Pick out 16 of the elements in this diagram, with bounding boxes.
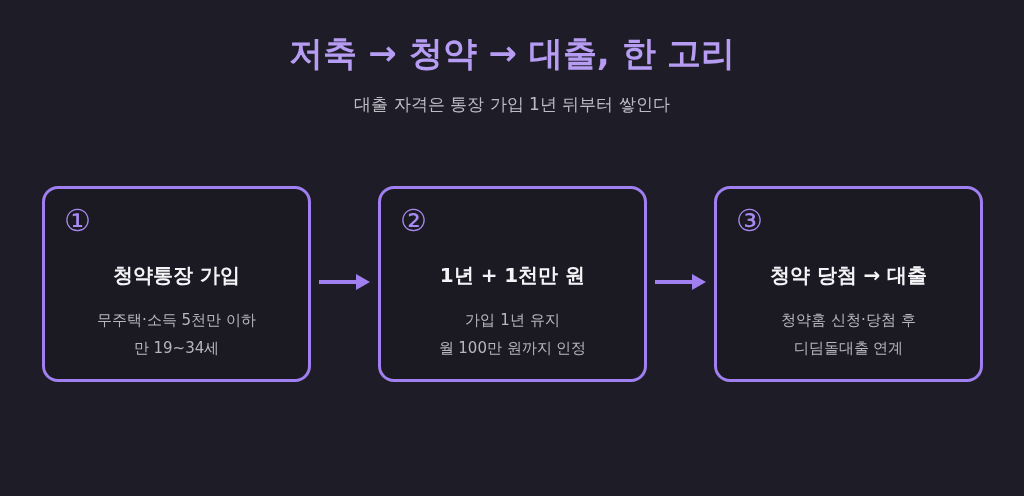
step-description: 무주택·소득 5천만 이하 만 19~34세 <box>96 310 257 359</box>
step-title: 청약통장 가입 <box>112 262 241 288</box>
step-title: 1년 + 1천만 원 <box>438 262 587 288</box>
step-title: 청약 당첨 → 대출 <box>768 262 929 288</box>
step-box <box>42 186 311 382</box>
step-description: 가입 1년 유지 월 100만 원까지 인정 <box>437 310 588 359</box>
step-description: 청약홈 신청·당첨 후 디딤돌대출 연계 <box>780 310 917 359</box>
step-number: ③ <box>736 206 763 236</box>
step-box <box>378 186 647 382</box>
step-number: ① <box>64 206 91 236</box>
step-box <box>714 186 983 382</box>
step-number: ② <box>400 206 427 236</box>
diagram-title: 저축 → 청약 → 대출, 한 고리 <box>288 33 736 74</box>
arrow <box>655 274 706 290</box>
arrow <box>319 274 370 290</box>
subtitle: 대출 자격은 통장 가입 1년 뒤부터 쌓인다 <box>354 93 670 116</box>
